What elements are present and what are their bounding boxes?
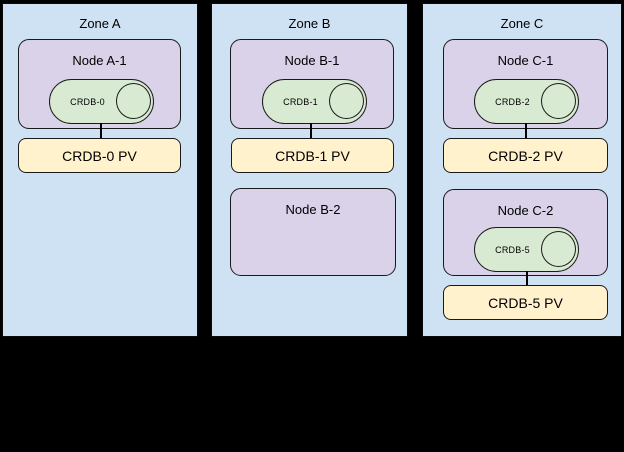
connector-crdb2-to-pv (525, 123, 527, 138)
crdb-0-pv-box: CRDB-0 PV (18, 138, 181, 173)
cylinder-endcap-icon (541, 231, 576, 267)
crdb-2-pod-cylinder: CRDB-2 (474, 79, 579, 124)
cylinder-endcap-icon (329, 83, 364, 119)
crdb-2-pv-box: CRDB-2 PV (443, 138, 608, 173)
connector-crdb5-to-pv (526, 271, 528, 285)
crdb-5-pod-cylinder: CRDB-5 (474, 227, 579, 272)
zone-a: Zone A Node A-1 CRDB-0 CRDB-0 PV (2, 3, 198, 337)
node-b2: Node B-2 (230, 188, 396, 276)
crdb-1-pod-cylinder: CRDB-1 (262, 79, 367, 124)
node-a1-label: Node A-1 (72, 53, 127, 68)
node-b1: Node B-1 CRDB-1 (230, 39, 394, 129)
node-c2-label: Node C-2 (497, 203, 554, 218)
cylinder-endcap-icon (116, 83, 151, 119)
zone-a-title: Zone A (79, 16, 121, 31)
node-c1: Node C-1 CRDB-2 (443, 39, 608, 129)
crdb-1-pv-box: CRDB-1 PV (231, 138, 394, 173)
crdb-2-pod-label: CRDB-2 (495, 96, 530, 107)
connector-crdb0-to-pv (100, 123, 102, 138)
zone-c: Zone C Node C-1 CRDB-2 CRDB-2 PV Node C-… (422, 3, 622, 337)
crdb-5-pod-label: CRDB-5 (495, 244, 530, 255)
zone-b: Zone B Node B-1 CRDB-1 CRDB-1 PV Node B-… (211, 3, 408, 337)
node-a1: Node A-1 CRDB-0 (18, 39, 181, 129)
zone-c-title: Zone C (500, 16, 544, 31)
cylinder-endcap-icon (541, 83, 576, 119)
node-c1-label: Node C-1 (497, 53, 554, 68)
crdb-0-pod-label: CRDB-0 (70, 96, 105, 107)
node-b2-label: Node B-2 (285, 202, 341, 217)
node-c2: Node C-2 CRDB-5 (443, 189, 608, 276)
connector-crdb1-to-pv (310, 123, 312, 138)
crdb-1-pod-label: CRDB-1 (283, 96, 318, 107)
zone-b-title: Zone B (288, 16, 331, 31)
crdb-5-pv-box: CRDB-5 PV (443, 285, 608, 320)
crdb-0-pod-cylinder: CRDB-0 (49, 79, 154, 124)
node-b1-label: Node B-1 (284, 53, 340, 68)
